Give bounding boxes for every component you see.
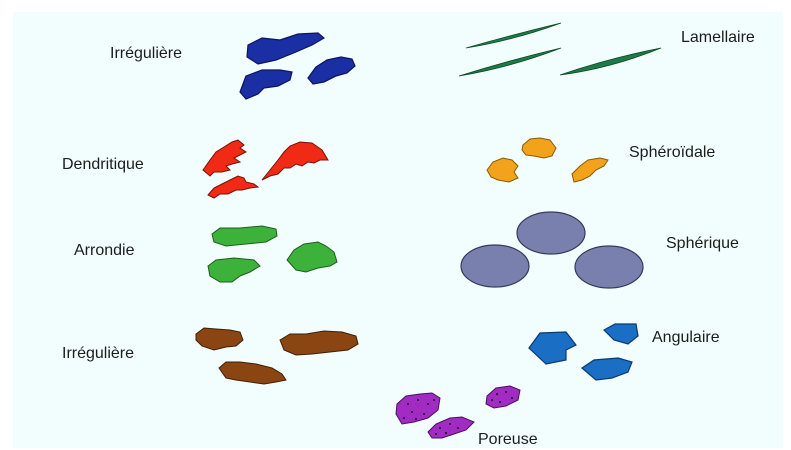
- pore-dots: [402, 390, 514, 436]
- lamellar-particle-2: [458, 47, 562, 77]
- angular-particle-2: [603, 323, 639, 345]
- label-dendritic: Dendritique: [62, 156, 144, 173]
- label-spherical: Sphérique: [666, 235, 739, 252]
- spheroidal-particles: [486, 137, 609, 183]
- irregular-blue-particle-3: [307, 56, 356, 85]
- irregular-brown-particle-2: [279, 330, 359, 356]
- angular-particles: [528, 323, 639, 381]
- label-porous: Poreuse: [478, 431, 538, 448]
- label-irregular-bottom: Irrégulière: [62, 345, 135, 362]
- rounded-particle-3: [286, 241, 338, 273]
- label-irregular-top: Irrégulière: [110, 45, 183, 62]
- irregular-blue-particle-2: [239, 69, 293, 100]
- irregular-brown-particles: [195, 327, 359, 385]
- angular-particle-1: [528, 331, 577, 365]
- spherical-particle-2: [460, 244, 530, 288]
- rounded-particle-2: [207, 257, 261, 283]
- spherical-particle-1: [516, 211, 586, 255]
- irregular-brown-particle-3: [218, 361, 287, 385]
- dendritic-particle-2: [261, 141, 329, 181]
- lamellar-particle-3: [559, 47, 662, 76]
- dendritic-particle-1: [202, 139, 247, 177]
- lamellar-particles: [458, 22, 662, 77]
- irregular-blue-particles: [239, 32, 356, 100]
- rounded-particle-1: [211, 225, 278, 247]
- label-lamellar: Lamellaire: [681, 29, 755, 46]
- irregular-blue-particle-1: [246, 32, 326, 65]
- porous-particle-1: [395, 392, 441, 425]
- porous-particles: [395, 385, 521, 439]
- dendritic-particles: [202, 139, 329, 199]
- label-spheroidal: Sphéroïdale: [629, 144, 716, 161]
- dendritic-particle-3: [207, 175, 260, 199]
- spherical-particle-3: [574, 245, 644, 289]
- irregular-brown-particle-1: [195, 327, 244, 351]
- spherical-particles: [460, 211, 644, 289]
- diagram-panel: [13, 12, 783, 448]
- label-angular: Angulaire: [652, 329, 720, 346]
- porous-particle-3: [427, 416, 475, 439]
- spheroidal-particle-2: [486, 157, 519, 183]
- spheroidal-particle-1: [521, 137, 557, 159]
- porous-particle-2: [485, 385, 521, 409]
- rounded-particles: [207, 225, 338, 283]
- lamellar-particle-1: [465, 22, 562, 49]
- label-rounded: Arrondie: [74, 242, 135, 259]
- spheroidal-particle-3: [571, 157, 609, 183]
- angular-particle-3: [581, 357, 633, 381]
